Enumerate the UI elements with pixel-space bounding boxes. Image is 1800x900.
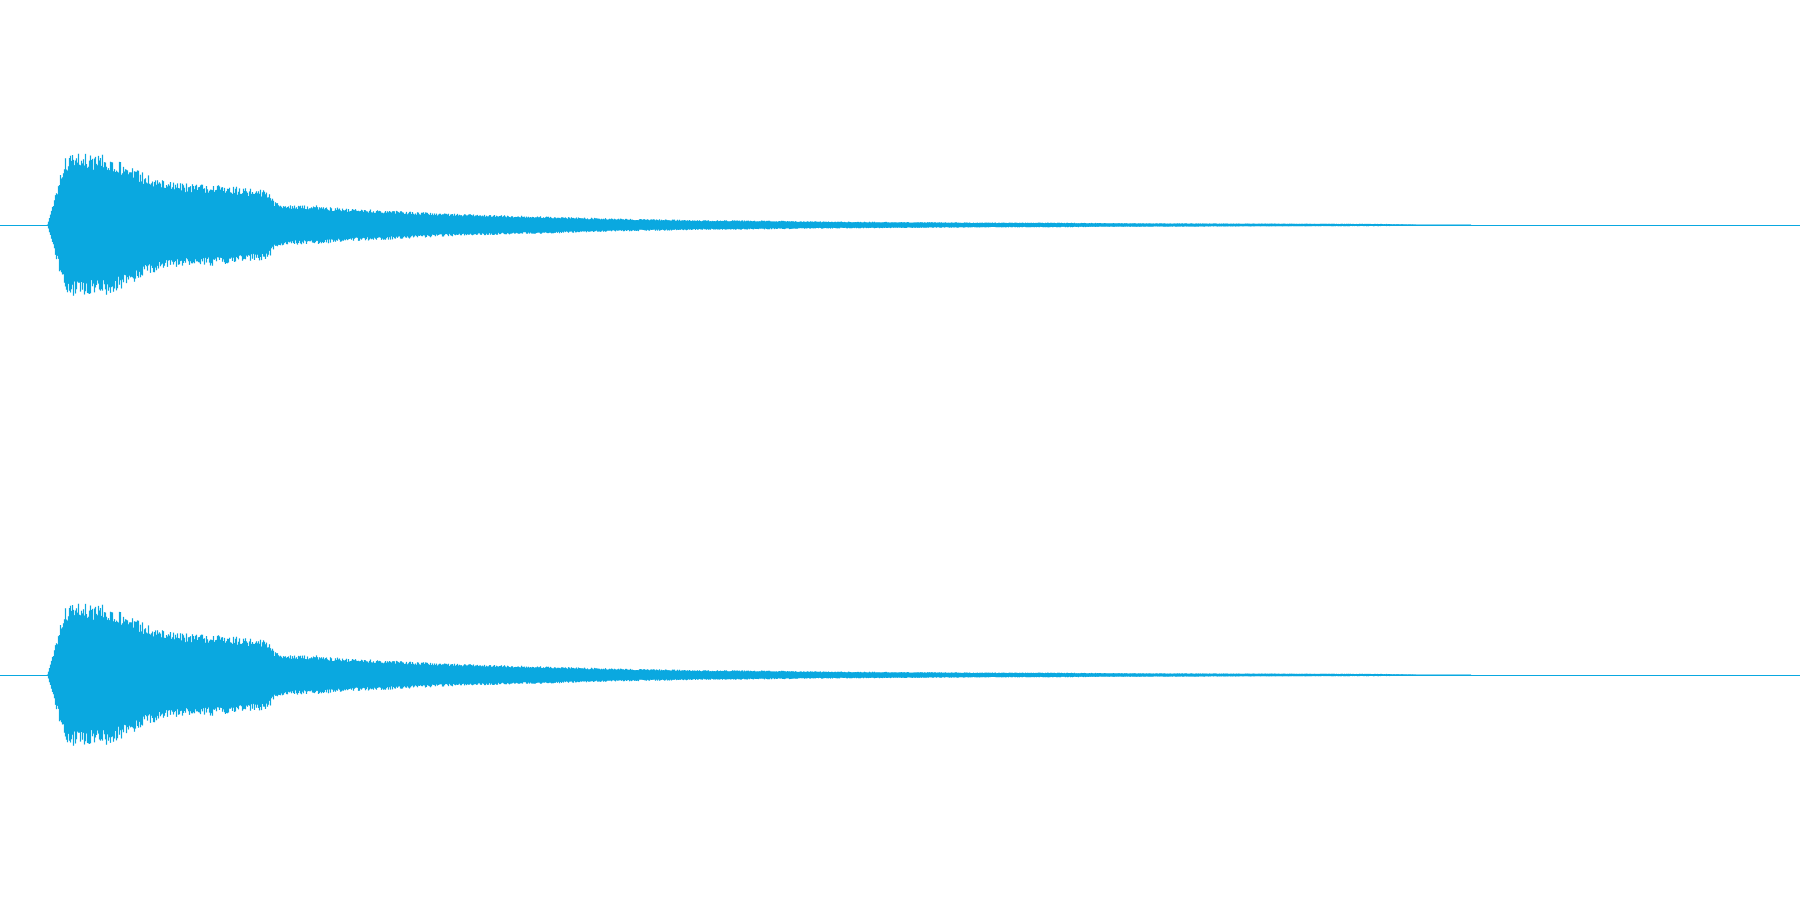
- waveform-envelope-right: [46, 603, 1472, 746]
- waveform-channel-left: [0, 153, 1800, 296]
- waveform-channel-right: [0, 603, 1800, 746]
- waveform-envelope-left: [46, 153, 1472, 296]
